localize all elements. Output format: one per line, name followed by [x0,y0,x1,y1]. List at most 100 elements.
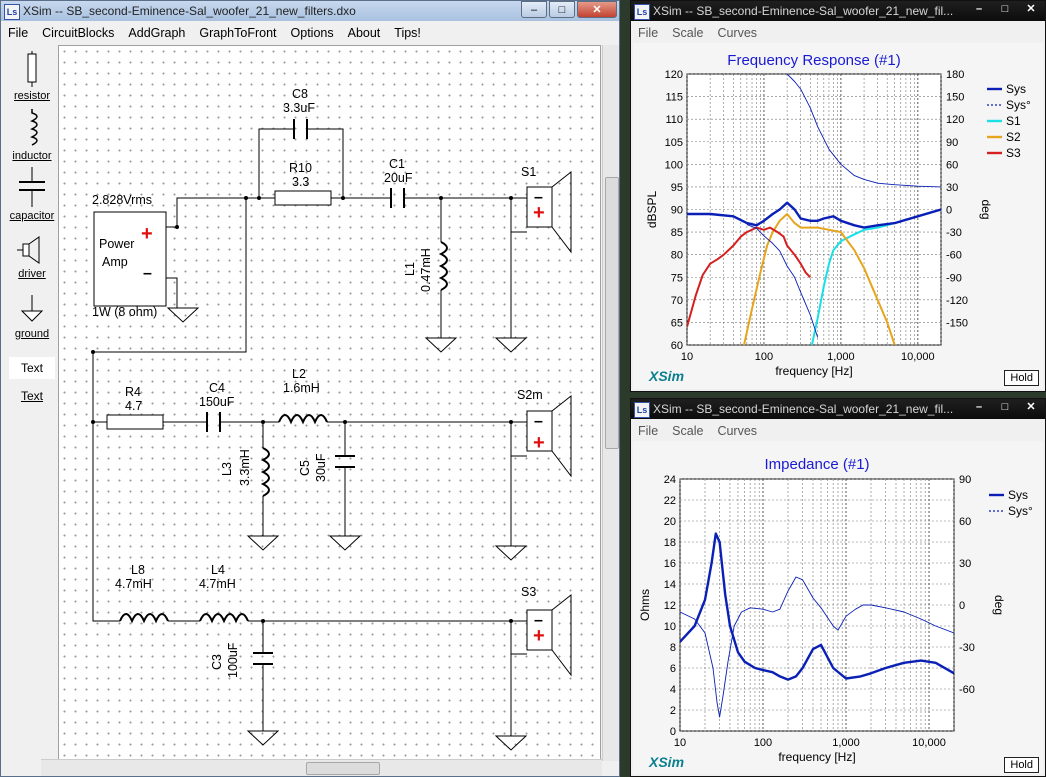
freq-titlebar: Ls XSim -- SB_second-Eminence-Sal_woofer… [631,1,1045,21]
palette-driver-label: driver [18,268,46,280]
series-line-sys [680,532,954,681]
y-tick-label: 95 [671,182,683,194]
legend-label: Sys [1006,82,1026,96]
palette-ground[interactable]: ground [9,293,55,340]
freq-minimize-button[interactable]: – [975,3,983,15]
ground-amp [166,307,200,323]
y2-tick-label: 0 [959,600,965,612]
imp-minimize-button[interactable]: – [975,401,983,413]
freq-menu-curves[interactable]: Curves [717,26,758,40]
maximize-button[interactable]: □ [549,1,575,18]
main-window-title: XSim -- SB_second-Eminence-Sal_woofer_21… [23,4,356,18]
menu-options[interactable]: Options [290,26,334,40]
imp-hold-button[interactable]: Hold [1004,757,1039,773]
capacitor-icon [19,167,45,207]
palette-capacitor[interactable]: capacitor [9,167,55,222]
R10-resistor[interactable] [274,190,332,206]
close-button[interactable]: ✕ [577,1,617,18]
S1-plus: + [533,202,545,224]
imp-window: Ls XSim -- SB_second-Eminence-Sal_woofer… [630,398,1046,777]
palette-text-link-label: Text [20,389,43,403]
freq-window-title: XSim -- SB_second-Eminence-Sal_woofer_21… [653,4,954,18]
imp-menubar: File Scale Curves [631,421,1045,441]
main-menubar: File CircuitBlocks AddGraph GraphToFront… [1,23,619,43]
main-window-controls: – □ ✕ [521,1,617,18]
chart-title: Impedance (#1) [764,456,869,473]
x-tick-label: 100 [754,737,772,749]
schematic-canvas[interactable]: 2.828Vrms Power Amp 1W (8 ohm) C8 3.3uF … [58,45,601,761]
x-axis-label: frequency [Hz] [778,750,855,764]
driver-S1[interactable] [526,170,572,254]
C4-name: C4 [209,381,225,395]
freq-menu-file[interactable]: File [638,26,659,40]
y2-tick-label: -30 [946,227,962,239]
imp-menu-scale[interactable]: Scale [672,424,704,438]
menu-circuitblocks[interactable]: CircuitBlocks [42,26,115,40]
y2-tick-label: 60 [959,516,971,528]
plot-background [686,73,942,346]
menu-tips[interactable]: Tips! [394,26,421,40]
imp-menu-file[interactable]: File [638,424,659,438]
driver-S3[interactable] [526,593,572,677]
menu-graphtofront[interactable]: GraphToFront [199,26,277,40]
palette-resistor[interactable]: resistor [9,51,55,102]
palette-inductor[interactable]: inductor [9,109,55,162]
freq-hold-button[interactable]: Hold [1004,370,1039,386]
S1-name: S1 [521,165,536,179]
y2-tick-label: 90 [946,137,958,149]
palette-driver[interactable]: driver [9,235,55,280]
L1-name: L1 [403,262,417,276]
L1-value: 0.47mH [419,248,433,292]
legend-label: S1 [1006,114,1021,128]
freq-maximize-button[interactable]: □ [1001,3,1009,15]
y-axis-label: Ohms [638,589,652,621]
ground-s1 [494,337,528,353]
vertical-scroll-thumb[interactable] [605,177,619,449]
vertical-scrollbar[interactable] [602,45,619,761]
freq-menu-scale[interactable]: Scale [672,26,704,40]
x-tick-label: 100 [755,351,773,363]
S2m-name: S2m [517,388,543,402]
y-tick-label: 80 [671,250,683,262]
y-tick-label: 12 [664,600,676,612]
freq-close-button[interactable]: ✕ [1026,3,1036,15]
power-amp-box[interactable] [93,211,167,307]
x-tick-label: 10 [674,737,686,749]
driver-S2m[interactable] [526,394,572,478]
menu-file[interactable]: File [8,26,29,40]
horizontal-scroll-thumb[interactable] [306,762,380,775]
L3-value: 3.3mH [238,449,252,486]
amp-voltage: 2.828Vrms [92,193,152,207]
y-tick-label: 110 [665,114,683,126]
amp-minus: – [143,265,152,282]
y-tick-label: 6 [670,663,676,675]
y2-tick-label: -60 [946,250,962,262]
S2m-minus: – [534,413,543,430]
L8-value: 4.7mH [115,577,152,591]
y-tick-label: 8 [670,642,676,654]
amp-label-power: Power [99,237,134,251]
L2-name: L2 [292,367,306,381]
minimize-button[interactable]: – [521,1,547,18]
menu-about[interactable]: About [347,26,381,40]
y2-axis-label: deg [979,199,993,219]
palette-text-link[interactable]: Text [9,389,55,403]
R10-value: 3.3 [292,175,309,189]
y2-tick-label: -60 [959,684,975,696]
imp-maximize-button[interactable]: □ [1001,401,1009,413]
inductor-icon [29,109,38,146]
y2-axis-label: deg [992,595,1006,615]
palette-text-tool[interactable]: Text [9,357,55,379]
amp-plus: + [141,223,153,245]
horizontal-scrollbar[interactable] [41,759,602,776]
y2-tick-label: 0 [946,205,952,217]
y-axis-label: dBSPL [645,190,659,228]
main-titlebar: Ls XSim -- SB_second-Eminence-Sal_woofer… [1,1,619,21]
y-tick-label: 90 [671,205,683,217]
R4-resistor[interactable] [106,414,164,430]
y2-tick-label: -120 [946,295,968,307]
imp-menu-curves[interactable]: Curves [717,424,758,438]
imp-close-button[interactable]: ✕ [1026,401,1036,413]
menu-addgraph[interactable]: AddGraph [128,26,186,40]
